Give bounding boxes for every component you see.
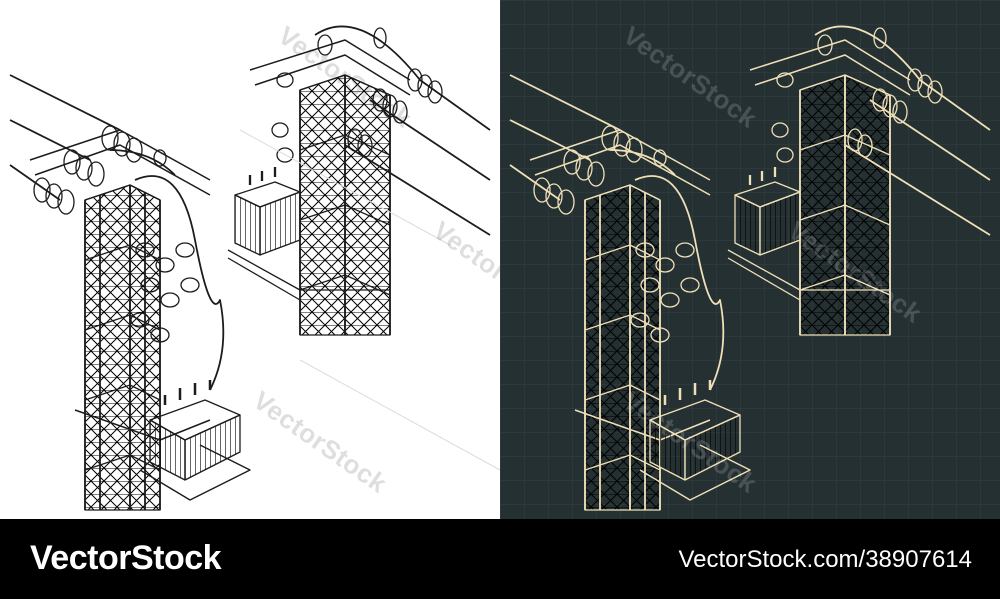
light-blueprint-panel: VectorStock VectorStock VectorStock (0, 0, 500, 519)
blueprint-grid (500, 0, 1000, 519)
dark-blueprint-panel: VectorStock VectorStock VectorStock (500, 0, 1000, 519)
brand-logo-text: VectorStock (30, 539, 222, 577)
footer-bar: VectorStock VectorStock.com/38907614 (0, 519, 1000, 599)
dark-tower-illustration (500, 0, 1000, 519)
image-id-text: VectorStock.com/38907614 (678, 546, 972, 573)
light-tower-illustration (8, 25, 500, 512)
